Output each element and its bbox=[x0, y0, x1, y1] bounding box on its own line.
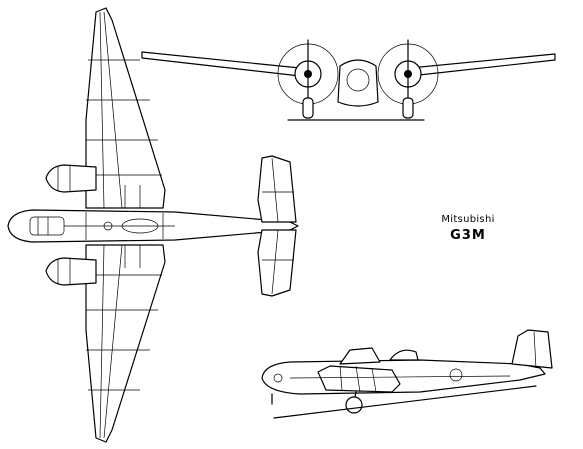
model-label: G3M bbox=[450, 228, 486, 243]
front-landing-gear bbox=[302, 97, 414, 119]
plan-roundel bbox=[103, 221, 113, 231]
side-landing-gear bbox=[271, 391, 363, 414]
side-engine-nacelle bbox=[317, 365, 401, 393]
side-view bbox=[261, 329, 553, 419]
plan-upper-wing bbox=[85, 7, 166, 209]
plan-wing-panel-lines bbox=[86, 11, 162, 439]
plan-view bbox=[7, 7, 299, 443]
plan-engine-upper bbox=[45, 164, 97, 193]
front-fuselage bbox=[337, 59, 379, 107]
side-dorsal-turret bbox=[389, 349, 419, 361]
side-canopy bbox=[339, 347, 381, 365]
manufacturer-label: Mitsubishi bbox=[441, 214, 495, 225]
side-ground-line bbox=[273, 385, 537, 419]
plan-tail-panel-lines bbox=[262, 157, 294, 295]
front-wing bbox=[141, 51, 556, 77]
plan-tailplane-lower bbox=[257, 229, 297, 297]
plan-fuselage-details bbox=[29, 212, 175, 240]
side-details bbox=[273, 365, 511, 393]
plan-engine-lower bbox=[45, 257, 97, 286]
plan-lower-wing bbox=[85, 244, 166, 443]
side-fin bbox=[511, 329, 553, 369]
plan-tailplane-upper bbox=[257, 155, 297, 223]
front-view bbox=[141, 39, 556, 121]
front-nose-glazing bbox=[346, 68, 370, 92]
